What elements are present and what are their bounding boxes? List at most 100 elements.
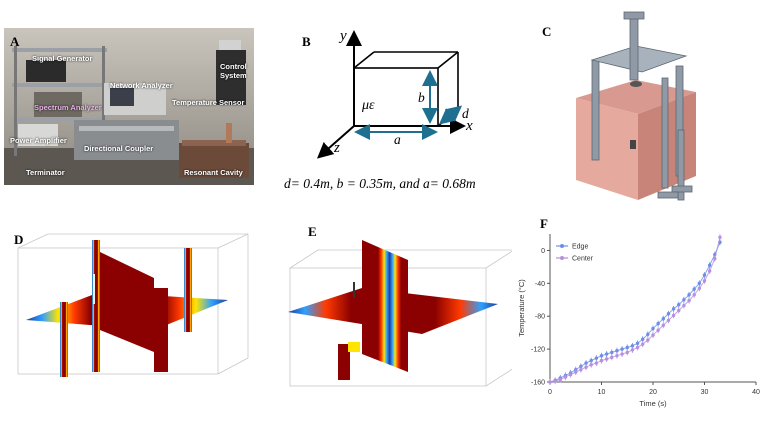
annotation-network-analyzer: Network Analyzer bbox=[110, 81, 173, 90]
data-point-center bbox=[599, 358, 604, 363]
x-tick-label: 40 bbox=[752, 389, 760, 396]
data-point-center bbox=[661, 323, 665, 327]
panel-f-label: F bbox=[540, 216, 548, 231]
y-axis-label: Temperature (°C) bbox=[517, 279, 526, 337]
data-point-center bbox=[651, 333, 655, 337]
data-point-edge bbox=[589, 358, 593, 363]
data-point-center bbox=[568, 372, 573, 377]
annotation-control-system: Control System bbox=[220, 62, 247, 80]
data-point-edge bbox=[630, 344, 635, 348]
panel-e: E bbox=[262, 212, 512, 417]
panel-b-label: B bbox=[302, 34, 311, 49]
data-point-center bbox=[630, 348, 635, 352]
data-point-edge bbox=[651, 326, 655, 331]
annotation-directional-coupler: Directional Coupler bbox=[84, 144, 154, 153]
legend-label-edge: Edge bbox=[572, 244, 588, 251]
x-tick-label: 10 bbox=[598, 389, 606, 396]
data-point-edge bbox=[692, 287, 696, 291]
series-line-center bbox=[549, 237, 721, 383]
axis-z-label: z bbox=[334, 140, 340, 156]
panel-a: A Signal Generator Network Analyzer Cont… bbox=[4, 28, 254, 185]
data-point-edge bbox=[635, 341, 640, 346]
x-tick-label: 20 bbox=[649, 389, 657, 396]
axis-y-label: y bbox=[340, 28, 347, 44]
panel-e-label: E bbox=[308, 224, 317, 239]
data-point-edge bbox=[625, 345, 629, 350]
dimension-equation: d= 0.4m, b = 0.35m, and a= 0.68m bbox=[284, 176, 476, 191]
data-point-center bbox=[635, 345, 640, 350]
dimension-d-arrow bbox=[438, 105, 463, 125]
annotation-spectrum-analyzer: Spectrum Analyzer bbox=[34, 103, 102, 112]
field-simulation-d bbox=[17, 233, 249, 377]
data-point-edge bbox=[682, 298, 686, 302]
y-tick-label: -40 bbox=[535, 281, 545, 288]
annotation-signal-generator: Signal Generator bbox=[32, 54, 93, 63]
data-point-edge bbox=[671, 307, 676, 311]
data-point-center bbox=[584, 365, 588, 369]
series-line-edge bbox=[549, 242, 721, 383]
data-point-edge bbox=[661, 316, 665, 321]
data-point-center bbox=[625, 350, 629, 355]
data-point-center bbox=[692, 293, 696, 297]
data-point-edge bbox=[687, 293, 691, 297]
data-point-center bbox=[697, 286, 702, 290]
panel-a-label: A bbox=[10, 34, 20, 49]
cavity-box bbox=[353, 51, 459, 127]
data-point-center bbox=[641, 342, 645, 346]
data-point-center bbox=[553, 379, 557, 383]
data-point-edge bbox=[677, 303, 681, 307]
data-point-center bbox=[558, 377, 562, 382]
annotation-terminator: Terminator bbox=[26, 168, 65, 177]
annotation-temperature-sensor: Temperature Sensor bbox=[172, 98, 245, 107]
data-point-edge bbox=[646, 332, 650, 337]
data-point-edge bbox=[620, 347, 624, 351]
panel-d-label: D bbox=[14, 232, 24, 247]
cavity-schematic bbox=[317, 30, 466, 159]
cad-rig-render bbox=[576, 11, 696, 201]
data-point-center bbox=[620, 352, 624, 356]
data-point-edge bbox=[656, 321, 660, 326]
data-point-edge bbox=[599, 353, 604, 358]
data-point-center bbox=[579, 367, 583, 372]
data-point-center bbox=[687, 298, 691, 303]
data-point-center bbox=[604, 357, 609, 361]
x-tick-label: 0 bbox=[548, 389, 552, 396]
legend-marker-center bbox=[560, 256, 564, 260]
data-point-center bbox=[666, 318, 671, 323]
medium-label: με bbox=[362, 98, 375, 113]
data-point-edge bbox=[666, 312, 671, 316]
data-point-center bbox=[615, 353, 619, 358]
data-point-center bbox=[677, 308, 681, 313]
data-point-edge bbox=[594, 356, 599, 360]
data-point-center bbox=[610, 355, 614, 360]
data-point-edge bbox=[697, 281, 702, 286]
panel-c-label: C bbox=[542, 24, 552, 39]
y-tick-label: -120 bbox=[531, 347, 545, 354]
axis-x-label: x bbox=[466, 118, 473, 134]
data-point-center bbox=[563, 375, 568, 379]
legend-label-center: Center bbox=[572, 256, 594, 263]
data-point-center bbox=[646, 338, 650, 342]
annotation-power-amplifier: Power Amplifier bbox=[10, 136, 67, 145]
y-tick-label: -160 bbox=[531, 380, 545, 387]
data-point-center bbox=[594, 361, 599, 365]
data-point-edge bbox=[641, 337, 645, 341]
data-point-edge bbox=[610, 350, 614, 355]
data-point-edge bbox=[579, 364, 583, 369]
data-point-center bbox=[718, 235, 722, 239]
data-point-center bbox=[713, 256, 717, 261]
data-point-edge bbox=[615, 349, 619, 353]
dimension-d-label: d bbox=[462, 106, 469, 121]
data-point-edge bbox=[584, 361, 588, 365]
y-tick-label: 0 bbox=[541, 248, 545, 255]
data-point-center bbox=[671, 313, 676, 318]
annotation-resonant-cavity: Resonant Cavity bbox=[184, 168, 243, 177]
z-axis-arrow bbox=[317, 125, 355, 159]
data-point-center bbox=[702, 279, 707, 283]
field-simulation-e bbox=[288, 240, 512, 387]
panel-b: B y x z με a b d d= 0.4m, b = 0.35m, and… bbox=[262, 22, 512, 202]
data-point-center bbox=[548, 380, 552, 384]
panel-d: D bbox=[4, 212, 254, 417]
data-point-edge bbox=[707, 263, 712, 267]
